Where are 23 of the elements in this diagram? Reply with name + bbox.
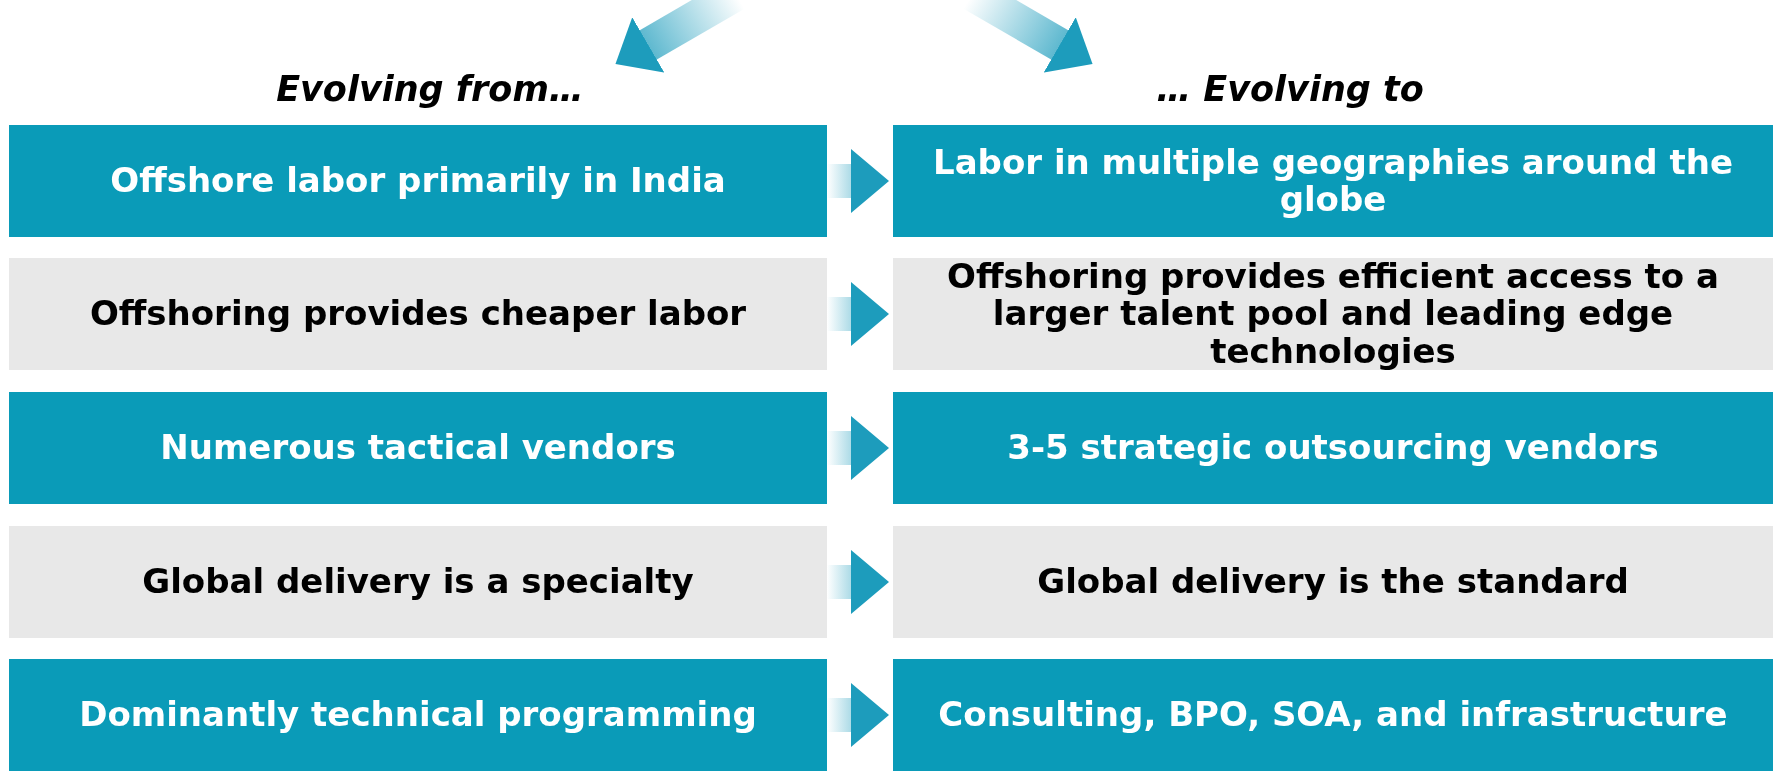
- arrow: [827, 282, 889, 346]
- statement-text: Global delivery is the standard: [1037, 563, 1629, 601]
- statement-text: Global delivery is a specialty: [142, 563, 694, 601]
- statement-text: Offshoring provides efficient access to a larger talent pool and leading edge technologies: [946, 257, 1720, 371]
- statement-box: [9, 659, 827, 771]
- statement-box: [893, 125, 1773, 237]
- statement-box: [9, 125, 827, 237]
- statement-text: Consulting, BPO, SOA, and infrastructure: [938, 696, 1728, 734]
- statement-box: [893, 392, 1773, 504]
- statement-box: [9, 392, 827, 504]
- arrow: [827, 416, 889, 480]
- statement-text: Offshore labor primarily in India: [110, 162, 726, 200]
- statement-text: Numerous tactical vendors: [160, 429, 676, 467]
- statement-text: Dominantly technical programming: [79, 696, 757, 734]
- arrow: [827, 683, 889, 747]
- statement-text: Labor in multiple geographies around the globe: [932, 143, 1734, 219]
- arrow: [827, 550, 889, 614]
- heading-text: Evolving from…: [276, 69, 584, 109]
- statement-box: [893, 659, 1773, 771]
- arrow: [827, 149, 889, 213]
- statement-text: 3-5 strategic outsourcing vendors: [1007, 429, 1659, 467]
- statement-text: Offshoring provides cheaper labor: [89, 295, 747, 333]
- heading-text: … Evolving to: [1156, 69, 1424, 109]
